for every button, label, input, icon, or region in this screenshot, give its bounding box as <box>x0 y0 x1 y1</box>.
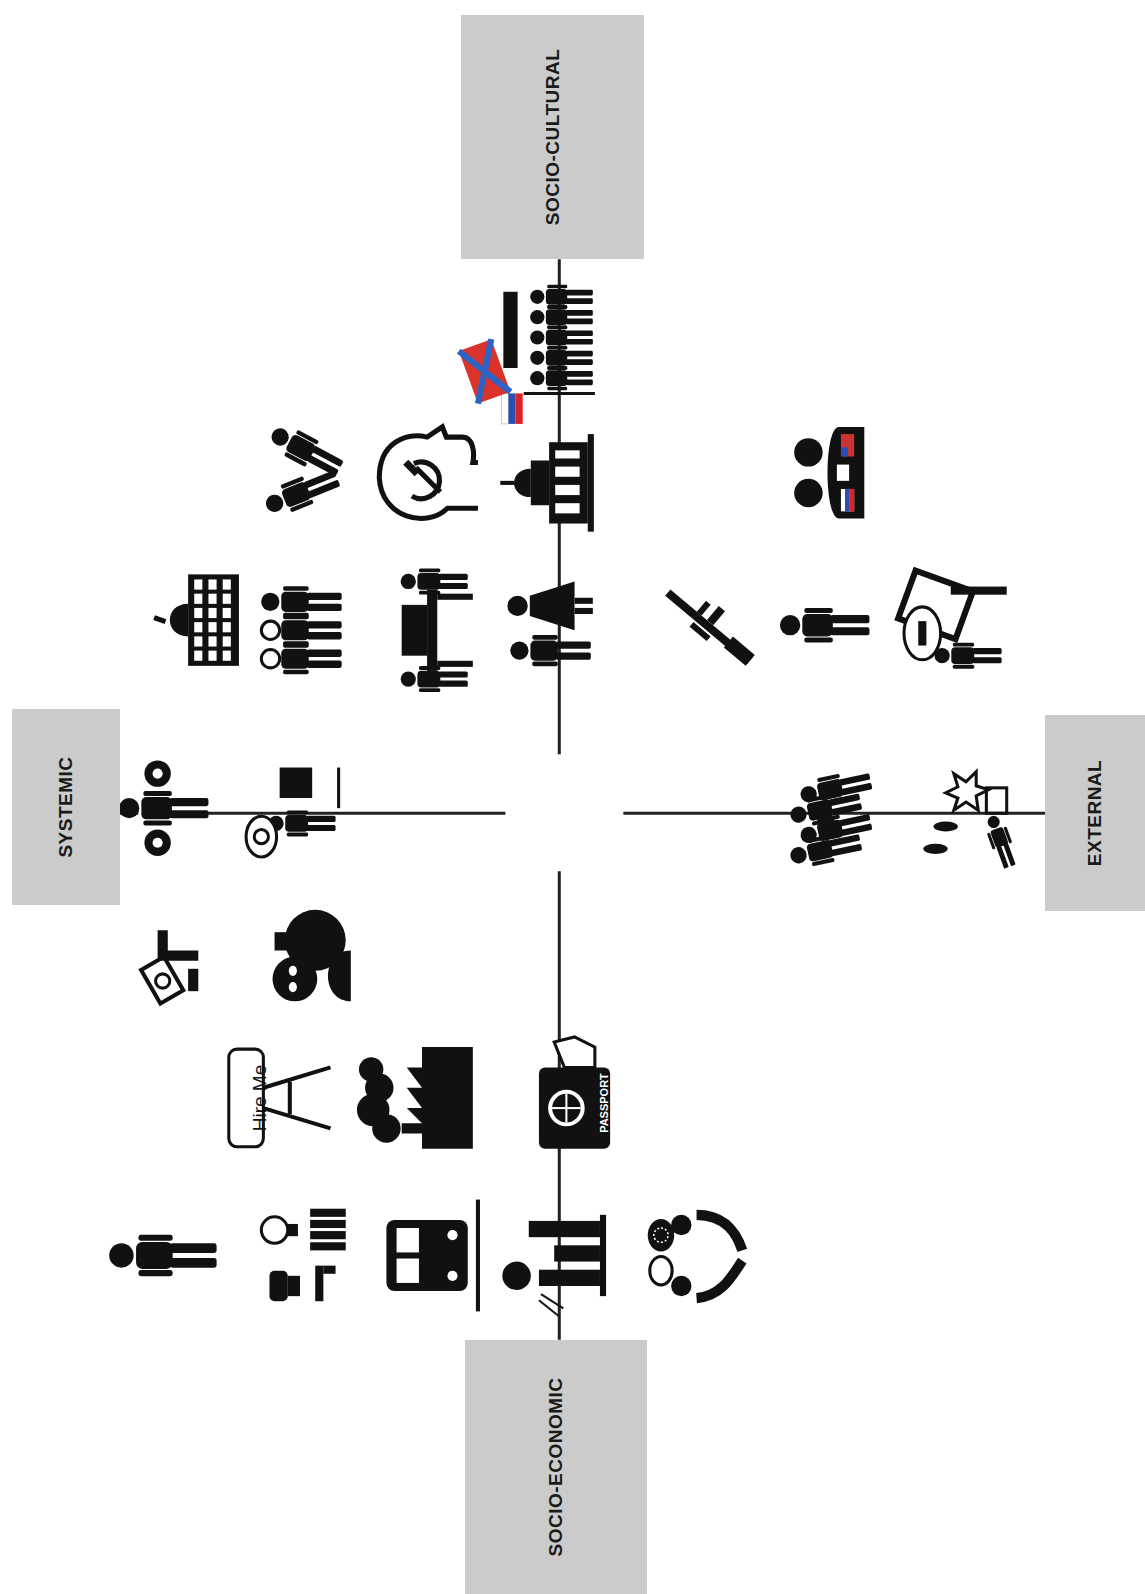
trade-icon <box>648 1215 743 1298</box>
person-icon <box>780 608 869 643</box>
category-label: EXTERNAL <box>1084 760 1106 866</box>
category-box: SYSTEMIC <box>12 709 120 905</box>
category-box: SOCIO-ECONOMIC <box>465 1340 647 1594</box>
television-icon <box>898 571 1007 669</box>
category-label: SYSTEMIC <box>55 756 77 857</box>
couple-icon <box>507 581 592 666</box>
rally-icon <box>459 285 595 424</box>
category-box: SOCIO-CULTURAL <box>461 15 644 259</box>
parliament-icon <box>153 574 239 665</box>
utilities-icon <box>261 1209 345 1302</box>
rifle-icon <box>660 575 764 670</box>
sign-text: Hire Me <box>249 1065 271 1132</box>
fight-icon <box>261 420 346 520</box>
ideology-head-icon <box>379 427 478 518</box>
passport-text: PASSPORT <box>598 1073 610 1133</box>
axis-lines <box>120 259 1045 1340</box>
category-label: SOCIO-ECONOMIC <box>545 1377 567 1556</box>
oligarch-icon <box>119 760 208 856</box>
meeting-icon <box>401 569 473 693</box>
bombing-icon <box>923 772 1019 871</box>
train-icon <box>386 1200 478 1312</box>
passport-icon <box>539 1037 610 1149</box>
category-box: EXTERNAL <box>1045 715 1145 911</box>
unemployment-icon <box>229 1049 331 1147</box>
thief-icon <box>273 910 351 1001</box>
greed-icon <box>246 768 339 857</box>
bribe-icon <box>141 930 198 1003</box>
finance-icon <box>502 1215 606 1317</box>
refugees-icon <box>788 768 874 871</box>
officials-icon <box>261 586 342 674</box>
factory-icon <box>357 1047 473 1149</box>
church-icon <box>500 434 594 532</box>
diplomacy-icon <box>794 427 864 518</box>
category-label: SOCIO-CULTURAL <box>542 49 564 226</box>
person-icon <box>109 1235 216 1276</box>
